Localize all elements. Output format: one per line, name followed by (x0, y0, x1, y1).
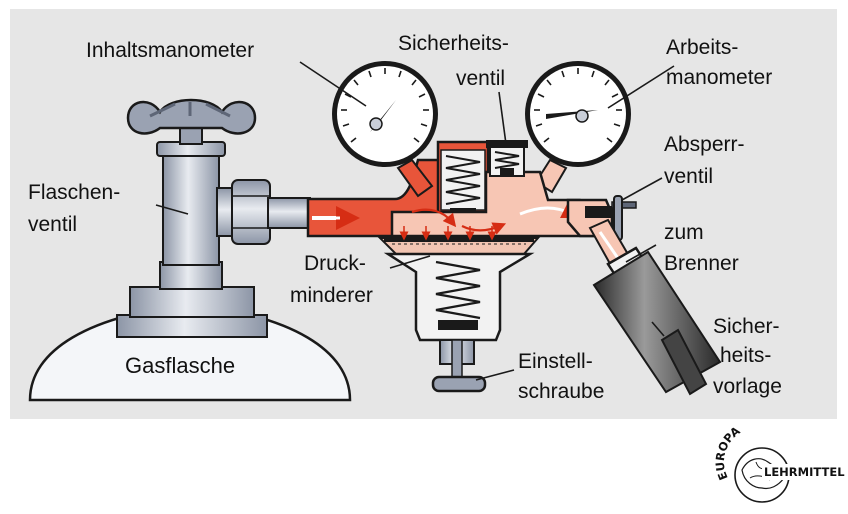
content-gauge-stem (396, 158, 434, 198)
label-to-burner-line1: zum (664, 221, 704, 244)
label-flashback-arrestor-line2: heits- (720, 344, 771, 367)
label-safety-valve-line1: Sicherheits- (398, 32, 509, 55)
adjusting-screw (431, 375, 487, 393)
flashback-arrestor (592, 246, 722, 396)
label-working-gauge-line2: manometer (666, 66, 772, 89)
safety-valve (486, 140, 528, 177)
cylinder-valve (116, 98, 311, 338)
label-safety-valve-line2: ventil (456, 67, 505, 90)
label-adjusting-screw-line1: Einstell- (518, 350, 593, 373)
label-shut-off-valve-line1: Absperr- (664, 133, 745, 156)
label-pressure-reducer-line2: minderer (290, 284, 373, 307)
label-gas-cylinder: Gasflasche (125, 353, 235, 378)
label-to-burner-line2: Brenner (664, 252, 739, 275)
europa-lehrmittel-logo: EUROPA LEHRMITTEL (713, 424, 845, 503)
leader-lines (155, 61, 675, 381)
label-flashback-arrestor-line1: Sicher- (713, 315, 780, 338)
label-flashback-arrestor-line3: vorlage (713, 375, 782, 398)
label-content-gauge: Inhaltsmanometer (86, 39, 254, 62)
label-shut-off-valve-line2: ventil (664, 165, 713, 188)
adjusting-spring-housing (383, 252, 535, 381)
diaphragm (377, 236, 541, 255)
content-pressure-gauge (332, 61, 438, 167)
label-adjusting-screw-line2: schraube (518, 380, 604, 403)
label-pressure-reducer-line1: Druck- (304, 252, 366, 275)
gas-flow-arrows (312, 201, 581, 241)
working-pressure-gauge (525, 61, 631, 167)
logo-bottom-text: LEHRMITTEL (764, 465, 845, 479)
label-cylinder-valve-line1: Flaschen- (28, 181, 120, 204)
label-working-gauge-line1: Arbeits- (666, 36, 738, 59)
label-cylinder-valve-line2: ventil (28, 213, 77, 236)
